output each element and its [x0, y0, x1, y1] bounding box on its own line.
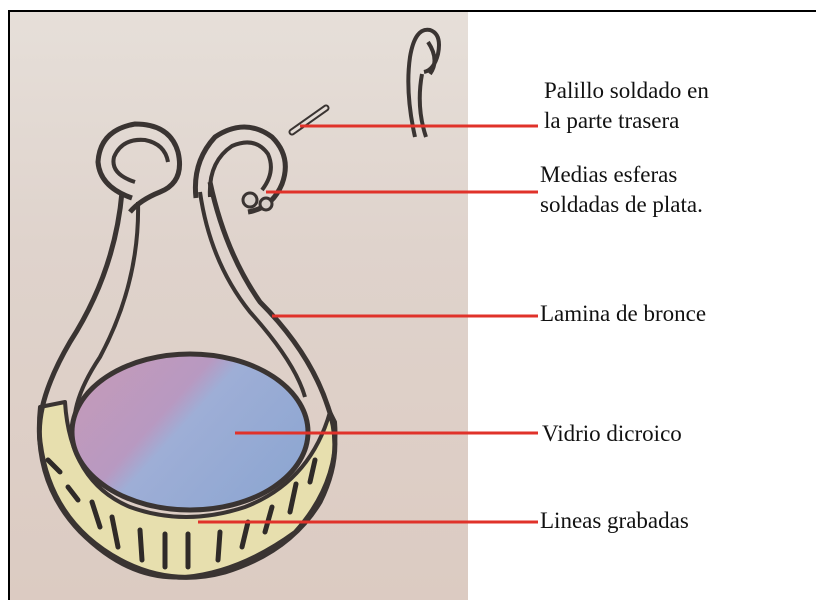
welded-stick-core: [292, 108, 326, 132]
label-line: Vidrio dicroico: [542, 419, 682, 449]
label-line: Lineas grabadas: [540, 506, 689, 536]
label-glass: Vidrio dicroico: [542, 419, 682, 449]
label-line: Lamina de bronce: [540, 299, 706, 329]
silver-sphere: [260, 198, 272, 210]
label-lines: Lineas grabadas: [540, 506, 689, 536]
label-spheres: Medias esferas soldadas de plata.: [540, 160, 703, 220]
silver-sphere: [243, 193, 257, 207]
label-line: Palillo soldado en: [544, 76, 709, 106]
diagram-frame: Palillo soldado en la parte trasera Medi…: [8, 10, 816, 600]
label-line: Medias esferas: [540, 160, 703, 190]
label-line: soldadas de plata.: [540, 190, 703, 220]
label-sheet: Lamina de bronce: [540, 299, 706, 329]
left-scroll-inner: [113, 140, 168, 182]
label-stick: Palillo soldado en la parte trasera: [544, 76, 709, 136]
right-scroll-inner: [210, 142, 271, 197]
label-line: la parte trasera: [544, 106, 709, 136]
left-scroll: [98, 124, 180, 212]
side-view-sketch: [408, 30, 439, 137]
